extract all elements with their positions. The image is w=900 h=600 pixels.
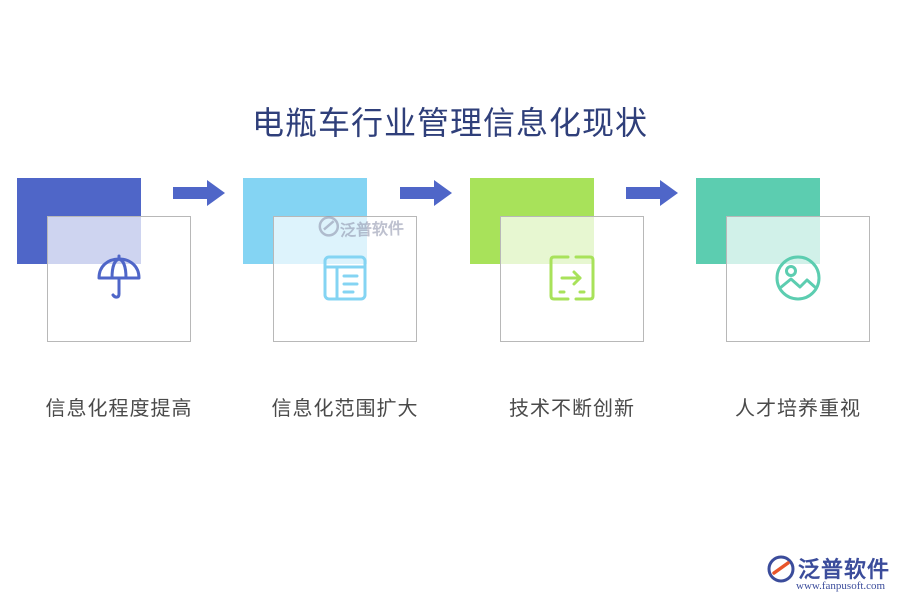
watermark-text: 泛普软件 xyxy=(339,218,405,240)
logo-name: 泛普软件 xyxy=(798,558,891,583)
brand-logo: 泛普软件 www.fanpusoft.com xyxy=(764,552,894,596)
step-3-card xyxy=(500,216,644,342)
list-document-icon xyxy=(323,255,367,301)
step-1 xyxy=(17,178,217,348)
transfer-icon xyxy=(549,255,595,301)
logo-mark-icon xyxy=(767,555,795,583)
step-2 xyxy=(243,178,443,348)
step-4-label: 人才培养重视 xyxy=(735,396,861,420)
step-3 xyxy=(470,178,670,348)
image-icon xyxy=(775,255,821,301)
logo-url: www.fanpusoft.com xyxy=(796,580,886,592)
arrow-right-icon xyxy=(400,180,452,206)
diagram-title: 电瓶车行业管理信息化现状 xyxy=(251,104,648,142)
step-3-label: 技术不断创新 xyxy=(509,396,635,420)
arrow-right-icon xyxy=(173,180,225,206)
watermark-logo: 泛普软件 xyxy=(317,204,419,257)
arrow-right-icon xyxy=(626,180,678,206)
step-2-label: 信息化范围扩大 xyxy=(271,396,419,420)
step-1-label: 信息化程度提高 xyxy=(45,396,193,420)
step-1-card xyxy=(47,216,191,342)
step-2-card xyxy=(273,216,417,342)
step-4-card xyxy=(726,216,870,342)
umbrella-icon xyxy=(97,254,141,299)
step-4 xyxy=(696,178,896,348)
watermark-mark-icon xyxy=(318,216,340,237)
